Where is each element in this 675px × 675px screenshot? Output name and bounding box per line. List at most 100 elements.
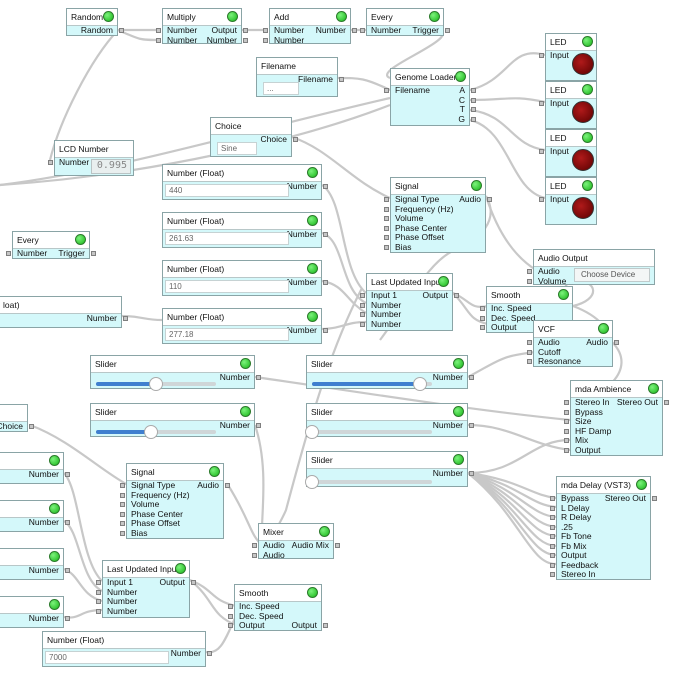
input-pin[interactable] xyxy=(252,543,257,548)
number-float-node[interactable]: Number (Float) Number 440 xyxy=(162,164,328,200)
output-pin[interactable] xyxy=(191,580,196,585)
output-pin[interactable] xyxy=(335,543,340,548)
random-node[interactable]: Random Random xyxy=(66,8,124,36)
number-node[interactable]: Number xyxy=(0,500,70,532)
input-pin[interactable] xyxy=(527,278,532,284)
output-pin[interactable] xyxy=(487,197,492,202)
input-pin[interactable] xyxy=(384,206,389,212)
slider-knob[interactable] xyxy=(305,475,319,489)
output-pin[interactable] xyxy=(471,97,476,103)
filename-node[interactable]: Filename Filename ... xyxy=(256,57,344,97)
slider-node[interactable]: Slider Number xyxy=(90,355,261,391)
input-pin[interactable] xyxy=(550,543,555,549)
input-pin[interactable] xyxy=(539,197,544,202)
input-pin[interactable] xyxy=(384,197,389,202)
input-pin[interactable] xyxy=(360,293,365,298)
output-pin[interactable] xyxy=(323,184,328,189)
slider-knob[interactable] xyxy=(144,425,158,439)
output-pin[interactable] xyxy=(65,472,70,477)
input-pin[interactable] xyxy=(550,515,555,520)
output-pin[interactable] xyxy=(225,483,230,488)
input-pin[interactable] xyxy=(48,160,53,165)
number-float-node[interactable]: Number (Float) Number 7000 xyxy=(42,631,212,667)
input-pin[interactable] xyxy=(550,553,555,558)
output-pin[interactable] xyxy=(293,137,298,142)
input-pin[interactable] xyxy=(96,599,101,604)
slider-track[interactable] xyxy=(312,480,432,484)
input-pin[interactable] xyxy=(480,306,485,311)
output-pin[interactable] xyxy=(256,423,261,428)
number-node[interactable]: Number xyxy=(0,548,70,580)
output-pin[interactable] xyxy=(339,77,344,82)
input-pin[interactable] xyxy=(564,400,569,405)
input-pin[interactable] xyxy=(527,269,532,274)
number-node[interactable]: Number xyxy=(0,452,70,484)
input-pin[interactable] xyxy=(156,37,161,43)
input-pin[interactable] xyxy=(564,419,569,424)
input-pin[interactable] xyxy=(384,244,389,250)
input-pin[interactable] xyxy=(360,321,365,327)
slider-knob[interactable] xyxy=(149,377,163,391)
input-pin[interactable] xyxy=(539,149,544,154)
input-pin[interactable] xyxy=(120,511,125,517)
input-pin[interactable] xyxy=(539,101,544,106)
audio-output-node[interactable]: Audio Output Audio Volume Choose Device xyxy=(527,249,655,285)
input-pin[interactable] xyxy=(550,534,555,539)
output-pin[interactable] xyxy=(91,251,96,256)
input-pin[interactable] xyxy=(360,302,365,308)
input-pin[interactable] xyxy=(550,496,555,501)
input-pin[interactable] xyxy=(360,28,365,33)
slider-node[interactable]: Slider Number xyxy=(305,403,474,439)
number-input[interactable]: 440 xyxy=(165,184,289,197)
number-input[interactable]: 261.63 xyxy=(165,232,289,245)
input-pin[interactable] xyxy=(96,608,101,614)
input-pin[interactable] xyxy=(120,521,125,526)
led-node[interactable]: LED Input xyxy=(539,177,597,225)
output-pin[interactable] xyxy=(454,293,459,298)
input-pin[interactable] xyxy=(550,572,555,577)
output-pin[interactable] xyxy=(469,471,474,476)
input-pin[interactable] xyxy=(228,623,233,628)
input-pin[interactable] xyxy=(384,88,389,93)
input-pin[interactable] xyxy=(228,613,233,619)
input-pin[interactable] xyxy=(564,438,569,443)
input-pin[interactable] xyxy=(360,312,365,317)
output-pin[interactable] xyxy=(471,88,476,93)
output-pin[interactable] xyxy=(471,107,476,112)
input-pin[interactable] xyxy=(384,216,389,221)
number-input[interactable]: 277.18 xyxy=(165,328,289,341)
output-pin[interactable] xyxy=(256,375,261,380)
input-pin[interactable] xyxy=(527,359,532,364)
led-node[interactable]: LED Input xyxy=(539,33,597,81)
output-pin[interactable] xyxy=(664,400,669,405)
input-pin[interactable] xyxy=(96,580,101,585)
slider-node[interactable]: Slider Number xyxy=(90,403,261,439)
input-pin[interactable] xyxy=(120,502,125,507)
led-node[interactable]: LED Input xyxy=(539,81,597,129)
input-pin[interactable] xyxy=(550,505,555,511)
output-pin[interactable] xyxy=(469,375,474,380)
slider-knob[interactable] xyxy=(413,377,427,391)
input-pin[interactable] xyxy=(252,552,257,558)
choice-node[interactable]: Choice xyxy=(0,404,34,432)
slider-node[interactable]: Slider Number xyxy=(306,355,474,391)
input-pin[interactable] xyxy=(550,562,555,568)
choice-select[interactable]: Sine xyxy=(217,142,257,155)
input-pin[interactable] xyxy=(564,447,569,453)
input-pin[interactable] xyxy=(527,340,532,345)
filename-field[interactable]: ... xyxy=(263,82,299,95)
smooth-node[interactable]: Smooth Inc. Speed Dec. Speed Output xyxy=(480,286,573,333)
output-pin[interactable] xyxy=(352,28,357,33)
input-pin[interactable] xyxy=(263,28,268,33)
input-pin[interactable] xyxy=(263,37,268,43)
